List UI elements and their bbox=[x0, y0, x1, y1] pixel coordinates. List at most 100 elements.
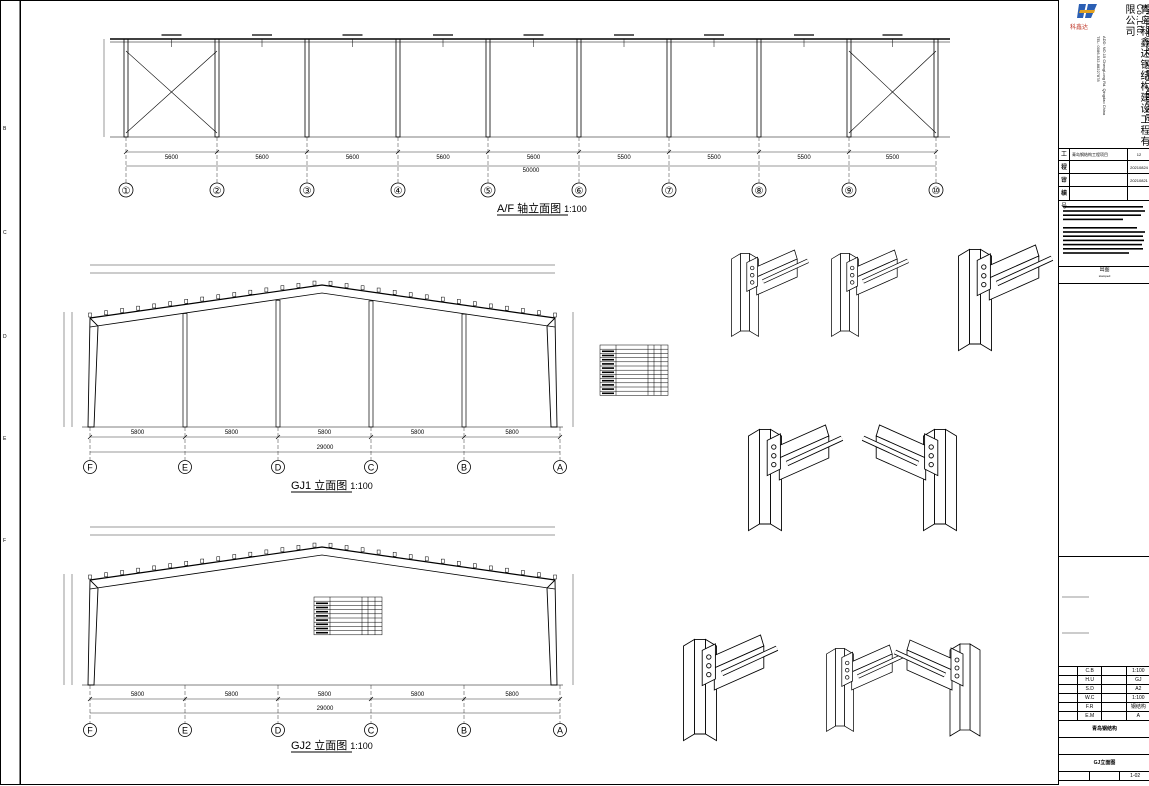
purlin bbox=[537, 572, 541, 577]
table-text-mark bbox=[602, 350, 614, 353]
purlin bbox=[120, 308, 124, 313]
purlin bbox=[120, 570, 124, 575]
purlin bbox=[360, 285, 365, 290]
purlin bbox=[104, 310, 108, 315]
edge-column bbox=[546, 578, 558, 686]
tube-fill bbox=[862, 436, 919, 466]
bolt bbox=[954, 665, 960, 671]
axis-label: C bbox=[368, 726, 375, 736]
purlin bbox=[441, 296, 445, 302]
axis-bubble bbox=[457, 723, 471, 737]
tube-fill bbox=[857, 654, 904, 678]
purlin bbox=[473, 563, 477, 568]
purlin bbox=[248, 289, 253, 295]
purlin bbox=[88, 312, 92, 318]
rafter bbox=[89, 284, 556, 319]
purlin bbox=[505, 305, 509, 311]
interior-column bbox=[461, 313, 467, 428]
bolt bbox=[850, 273, 855, 278]
dim-tick bbox=[756, 149, 762, 155]
purlin bbox=[264, 287, 269, 293]
purlin bbox=[521, 308, 525, 313]
table-text-mark bbox=[602, 384, 614, 386]
purlin bbox=[408, 554, 413, 559]
material-tables bbox=[313, 344, 669, 636]
brace bbox=[125, 50, 218, 134]
column bbox=[666, 38, 672, 138]
axis-label: E bbox=[182, 463, 188, 473]
bolt bbox=[706, 654, 712, 660]
tube-fill bbox=[786, 436, 843, 466]
span-dim: 5600 bbox=[436, 155, 450, 161]
bolt bbox=[928, 453, 934, 459]
axis-label: ⑤ bbox=[484, 186, 493, 197]
purlin bbox=[232, 554, 237, 559]
axis-label: ③ bbox=[303, 186, 312, 197]
purlin bbox=[152, 565, 156, 571]
axis-bubble bbox=[751, 182, 767, 198]
axis-label: B bbox=[461, 463, 467, 473]
bolt bbox=[981, 264, 987, 270]
axis-label: F bbox=[87, 463, 93, 473]
table-text-mark bbox=[602, 363, 614, 365]
bolt bbox=[750, 265, 755, 271]
table-text-mark bbox=[316, 602, 328, 605]
span-dim: 5500 bbox=[617, 155, 631, 161]
note-line bbox=[1063, 243, 1142, 246]
column bbox=[846, 38, 852, 138]
column bbox=[123, 38, 129, 138]
table-frame bbox=[313, 596, 383, 636]
bolt bbox=[845, 675, 850, 680]
purlin bbox=[232, 292, 237, 297]
purlin bbox=[312, 542, 317, 548]
company-header: 科鑫达 ADD: NO.15 ChengLong Rd. Qingdao Chi… bbox=[1059, 0, 1149, 149]
span-dim: 5500 bbox=[707, 155, 721, 161]
axis-label: ④ bbox=[394, 186, 403, 197]
axis-label: ⑩ bbox=[932, 186, 941, 197]
gj2-scale-text: 1:100 bbox=[350, 741, 373, 751]
flange bbox=[683, 638, 695, 742]
axis-label: D bbox=[275, 463, 282, 473]
edge-column bbox=[546, 316, 558, 428]
axis-label: ⑧ bbox=[755, 186, 764, 197]
span-dim: 5800 bbox=[225, 692, 239, 698]
axis-label: ② bbox=[213, 186, 222, 197]
flange bbox=[958, 248, 970, 352]
table-text-mark bbox=[316, 619, 328, 621]
left-margin-bar: B C D E F bbox=[0, 0, 21, 785]
flange bbox=[731, 252, 741, 338]
note-line bbox=[1063, 239, 1144, 242]
axis-bubble bbox=[928, 182, 944, 198]
axis-label: ⑨ bbox=[845, 186, 854, 197]
axis-bubble bbox=[553, 460, 567, 474]
column bbox=[756, 38, 762, 138]
company-name-cn: 青岛科鑫达钢结构建设工程有限公司 bbox=[1123, 4, 1149, 147]
note-text-lines bbox=[1063, 206, 1145, 254]
axis-bubble bbox=[364, 723, 378, 737]
span-dim: 5800 bbox=[411, 430, 425, 436]
table-text-mark bbox=[602, 371, 614, 374]
info-row: 编号 bbox=[1059, 187, 1149, 210]
bolt bbox=[706, 663, 712, 669]
total-dim: 50000 bbox=[523, 168, 540, 174]
column bbox=[304, 38, 310, 138]
axis-bubble bbox=[480, 182, 496, 198]
purlin bbox=[200, 296, 204, 302]
axis-bubble bbox=[178, 723, 192, 737]
tube-fill bbox=[762, 259, 809, 283]
span-dim: 5800 bbox=[225, 430, 239, 436]
purlin bbox=[168, 301, 172, 306]
axis-label: A bbox=[557, 463, 563, 473]
dim-tick bbox=[304, 149, 310, 155]
purlin bbox=[344, 545, 349, 550]
axis-label: C bbox=[368, 463, 375, 473]
table-text-mark bbox=[602, 375, 614, 378]
interior-column bbox=[182, 313, 188, 428]
span-dim: 5800 bbox=[318, 430, 332, 436]
